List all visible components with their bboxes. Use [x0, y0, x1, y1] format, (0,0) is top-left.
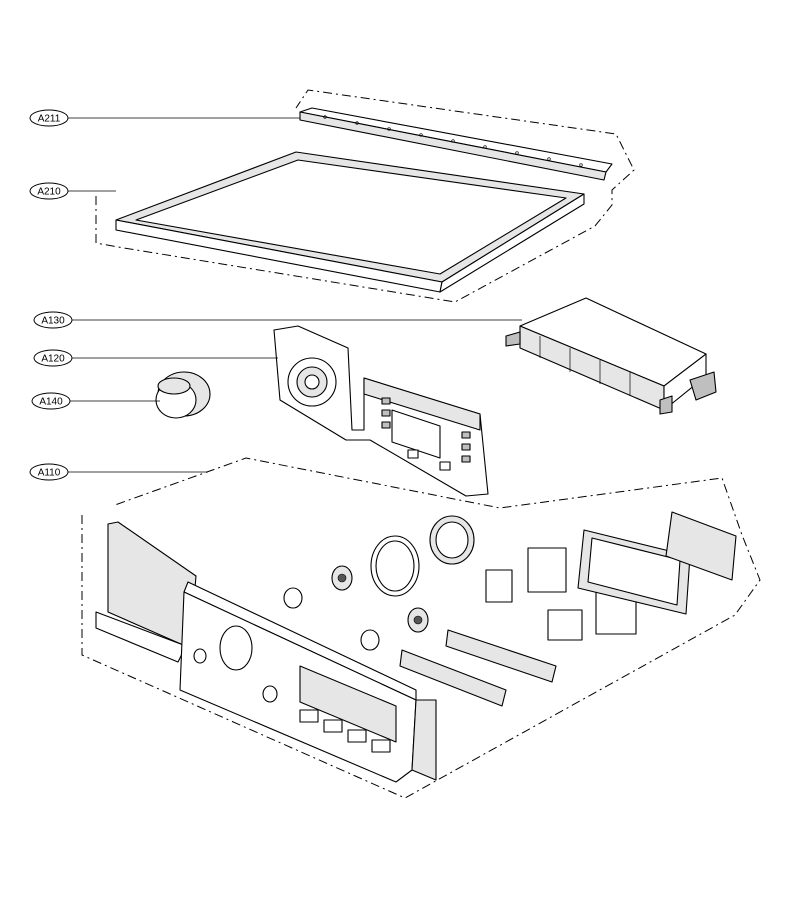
callout-a211: A211 — [29, 109, 69, 127]
callout-a120-text: A120 — [41, 354, 65, 365]
callout-a130: A130 — [33, 311, 73, 329]
callout-a120: A120 — [33, 349, 73, 367]
callout-a140: A140 — [31, 392, 71, 410]
top-group-outline — [95, 89, 635, 303]
a120-control-pcb — [273, 325, 489, 497]
a110-control-panel — [95, 521, 437, 783]
bottom-group-outline — [81, 457, 761, 799]
a211-top-rail — [299, 107, 613, 181]
callout-a210-text: A210 — [37, 187, 61, 198]
callout-a110-text: A110 — [38, 468, 61, 479]
leader-lines — [68, 117, 522, 473]
callout-a130-text: A130 — [41, 316, 65, 327]
a210-top-panel — [115, 151, 585, 293]
a110-small-parts — [283, 511, 737, 707]
callout-a210: A210 — [29, 182, 69, 200]
callout-a140-text: A140 — [39, 397, 63, 408]
callout-a211-text: A211 — [38, 114, 61, 125]
callout-a110: A110 — [29, 463, 69, 481]
a140-knob — [155, 371, 211, 419]
a130-control-board-box — [505, 297, 717, 415]
